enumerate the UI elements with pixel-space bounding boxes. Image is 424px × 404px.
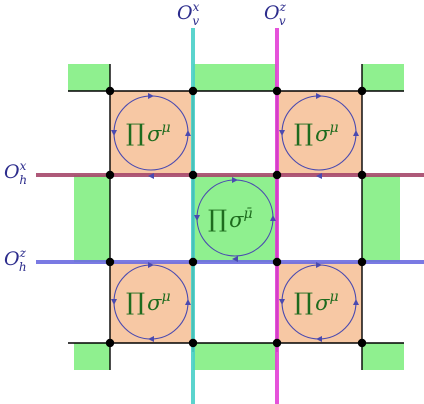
plaquette-labels: ∏σμ ∏σμ ∏σμ̄ ∏σμ ∏σμ: [126, 119, 339, 316]
green-strip-right-middle: [362, 175, 400, 262]
plaquette-text-top-left: ∏σμ: [126, 119, 171, 147]
plaquette-center: [193, 175, 277, 262]
nodes: [105, 86, 367, 348]
cycle-arrows: [111, 93, 359, 342]
plaquette-bottom-right: [277, 262, 362, 343]
plaquette-text-bottom-left: ∏σμ: [126, 288, 171, 316]
plaquette-bottom-left: [110, 262, 193, 343]
green-strip-left-middle: [74, 175, 110, 262]
green-strip-top-right: [362, 64, 404, 91]
green-strips: [68, 64, 404, 370]
plaquette-top-right: [277, 91, 362, 175]
green-strip-bottom-right: [362, 343, 404, 370]
green-strip-bottom-left: [74, 343, 110, 370]
plaquette-text-center: ∏σμ̄: [208, 205, 253, 233]
plaquette-top-left: [110, 91, 193, 175]
green-strip-top-middle: [193, 64, 277, 91]
plaquette-text-top-right: ∏σμ: [294, 119, 339, 147]
green-strip-top-left: [68, 64, 110, 91]
green-strip-bottom-middle: [193, 343, 277, 370]
plaquette-fills: [110, 91, 362, 343]
plaquette-text-bottom-right: ∏σμ: [294, 288, 339, 316]
